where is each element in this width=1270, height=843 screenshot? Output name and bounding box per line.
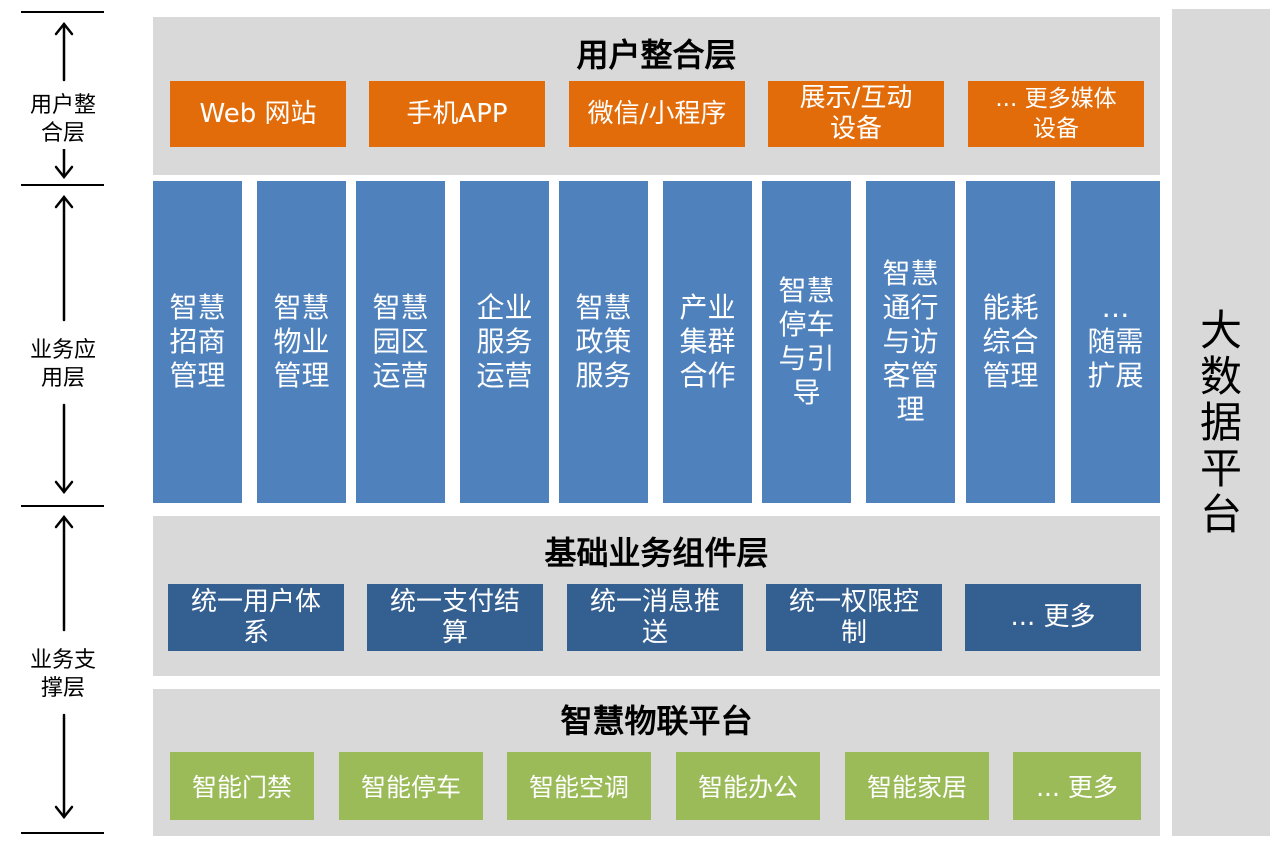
arrow-app-top-head	[54, 194, 74, 209]
app-item-access: 智慧通行与访客管理	[866, 181, 955, 503]
iot-layer-title: 智慧物联平台	[560, 702, 753, 740]
app-item-industry: 产业集群合作	[663, 181, 752, 503]
arrow-user-bottom-head	[54, 165, 74, 180]
iot-item-office: 智能办公	[676, 752, 820, 820]
arrow-support-top-head	[54, 514, 74, 529]
iot-item-access: 智能门禁	[170, 752, 314, 820]
component-layer-title: 基础业务组件层	[544, 534, 769, 572]
iot-item-home: 智能家居	[845, 752, 989, 820]
component-item-permission: 统一权限控制	[766, 584, 942, 651]
iot-item-more: ... 更多	[1013, 752, 1141, 820]
user-layer-title: 用户整合层	[576, 36, 737, 74]
iot-layer-panel	[153, 689, 1160, 836]
component-item-message: 统一消息推送	[567, 584, 743, 651]
side-label-user: 用户整合层	[13, 91, 113, 149]
iot-item-parking: 智能停车	[339, 752, 483, 820]
arrow-support-bottom-head	[54, 805, 74, 820]
side-label-app: 业务应用层	[13, 333, 113, 397]
side-label-support: 业务支撑层	[13, 643, 113, 707]
app-item-expand: … 随需扩展	[1071, 181, 1160, 503]
divider-app-support	[21, 505, 104, 507]
component-item-payment: 统一支付结算	[367, 584, 543, 651]
user-item-app: 手机APP	[369, 81, 545, 147]
divider-bottom	[21, 832, 104, 834]
app-item-parking: 智慧停车与引导	[762, 181, 851, 503]
user-item-wechat: 微信/小程序	[569, 81, 745, 147]
divider-top	[21, 11, 104, 13]
app-item-investment: 智慧招商管理	[153, 181, 242, 503]
divider-user-app	[21, 184, 104, 186]
app-item-policy: 智慧政策服务	[559, 181, 648, 503]
component-item-user: 统一用户体系	[168, 584, 344, 651]
user-item-display: 展示/互动设备	[768, 81, 944, 147]
arrow-user-top-head	[54, 21, 74, 36]
app-item-property: 智慧物业管理	[257, 181, 346, 503]
side-arrows	[54, 21, 74, 820]
bigdata-platform: 大数据平台	[1172, 9, 1270, 836]
user-item-more-media: ... 更多媒体设备	[968, 81, 1144, 147]
app-item-energy: 能耗综合管理	[966, 181, 1055, 503]
iot-item-aircon: 智能空调	[507, 752, 651, 820]
component-item-more: ... 更多	[965, 584, 1141, 651]
app-item-park-ops: 智慧园区运营	[356, 181, 445, 503]
user-item-web: Web 网站	[170, 81, 346, 147]
arrow-app-bottom-head	[54, 480, 74, 495]
app-item-enterprise: 企业服务运营	[460, 181, 549, 503]
